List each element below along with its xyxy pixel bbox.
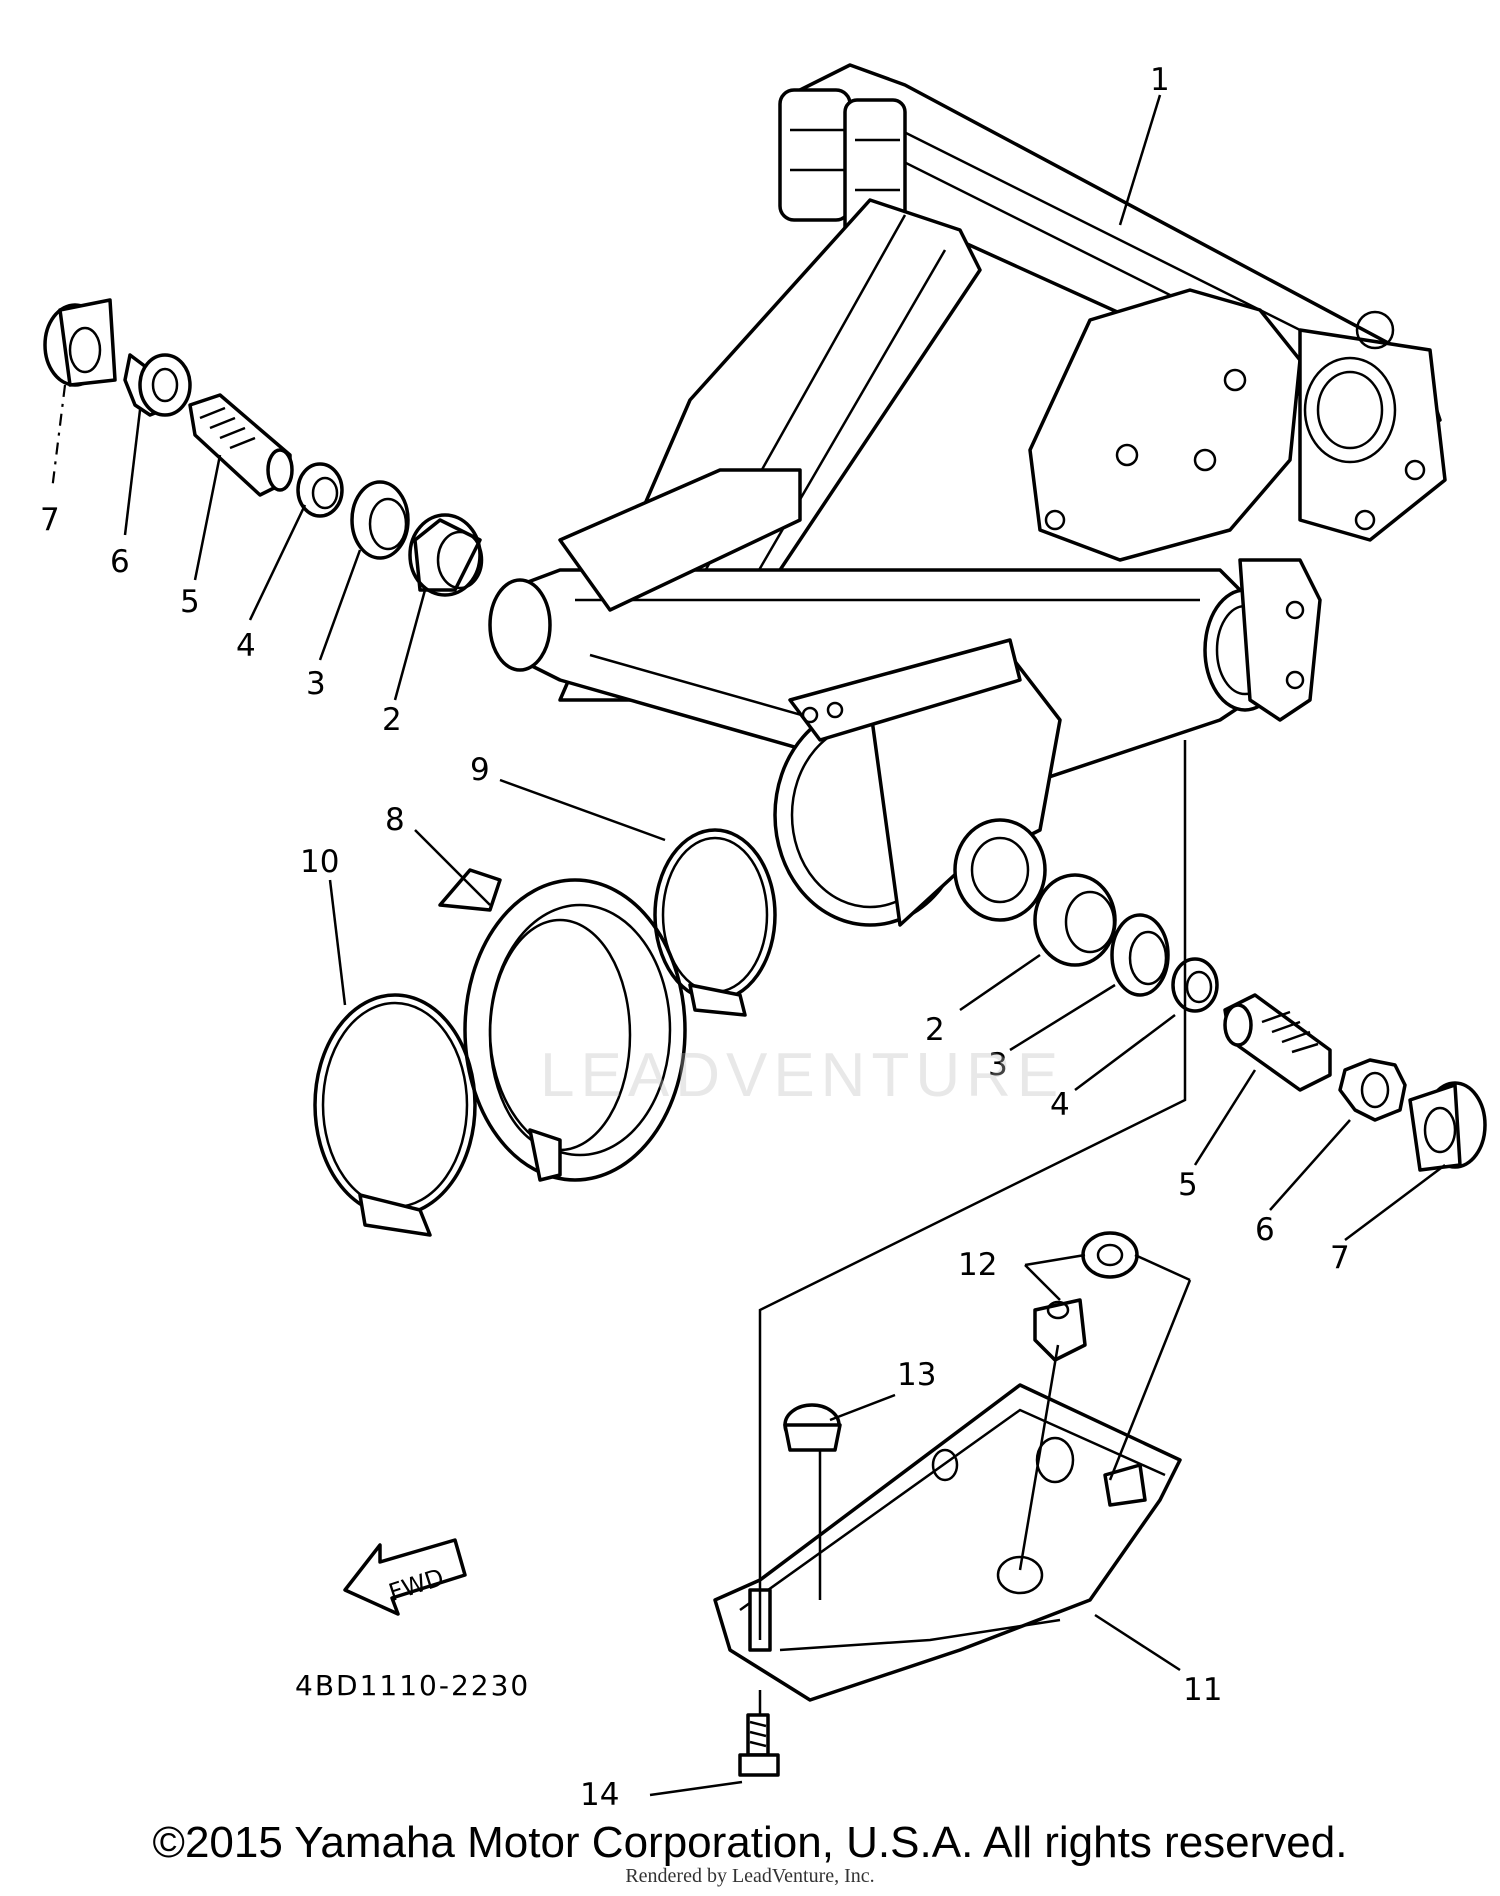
watermark: LEADVENTURE bbox=[540, 1041, 1065, 1110]
bolt-part-14 bbox=[738, 1713, 780, 1777]
grommet-parts-12 bbox=[1033, 1231, 1139, 1362]
collar-part-4-right bbox=[1171, 957, 1219, 1013]
nut-part-6-left bbox=[123, 353, 192, 417]
fwd-arrow: FWD bbox=[343, 1538, 467, 1616]
callout-3-left: 3 bbox=[306, 666, 326, 702]
callout-14: 14 bbox=[580, 1777, 619, 1813]
callout-2-right: 2 bbox=[925, 1012, 945, 1048]
callout-3-right: 3 bbox=[988, 1047, 1008, 1083]
callout-8: 8 bbox=[385, 802, 405, 838]
nut-part-6-right bbox=[1338, 1058, 1407, 1122]
callout-1: 1 bbox=[1150, 62, 1170, 98]
callout-9: 9 bbox=[470, 752, 490, 788]
callouts: 1 7 6 5 4 3 2 9 8 10 2 3 4 5 6 7 12 13 1… bbox=[40, 62, 1350, 1813]
boot-part-8 bbox=[438, 868, 687, 1182]
callout-4-right: 4 bbox=[1050, 1087, 1070, 1123]
collar-part-4-left bbox=[296, 462, 344, 518]
bearing-part-2-right bbox=[1033, 873, 1117, 967]
swing-arm-part-1 bbox=[488, 63, 1447, 927]
cap-part-7-left bbox=[43, 298, 117, 387]
callout-12: 12 bbox=[958, 1247, 997, 1283]
leader-lines bbox=[50, 94, 1446, 1797]
callout-4-left: 4 bbox=[236, 628, 256, 664]
callout-10: 10 bbox=[300, 844, 339, 880]
right-pivot-parts bbox=[1033, 873, 1487, 1172]
callout-13: 13 bbox=[897, 1357, 936, 1393]
callout-6-right: 6 bbox=[1255, 1212, 1275, 1248]
seal-part-3-left bbox=[350, 480, 410, 560]
seal-part-3-right bbox=[1110, 913, 1170, 997]
diagram-code: 4BD1110-2230 bbox=[295, 1669, 530, 1702]
callout-11: 11 bbox=[1183, 1672, 1222, 1708]
pivot-shaft-part-5-right bbox=[1223, 993, 1332, 1092]
plug-part-13 bbox=[783, 1403, 842, 1452]
left-pivot-parts bbox=[43, 298, 484, 597]
band-part-9 bbox=[653, 828, 777, 1017]
callout-6-left: 6 bbox=[110, 544, 130, 580]
callout-5-right: 5 bbox=[1178, 1167, 1198, 1203]
callout-2-left: 2 bbox=[382, 702, 402, 738]
band-part-10 bbox=[313, 993, 477, 1237]
rendered-by-credit: Rendered by LeadVenture, Inc. bbox=[625, 1865, 875, 1887]
pivot-shaft-part-5-left bbox=[188, 393, 294, 497]
callout-5-left: 5 bbox=[180, 584, 200, 620]
cap-part-7-right bbox=[1408, 1081, 1487, 1172]
copyright-notice: ©2015 Yamaha Motor Corporation, U.S.A. A… bbox=[152, 1818, 1348, 1867]
callout-7-right: 7 bbox=[1330, 1240, 1350, 1276]
skid-plate-part-11 bbox=[713, 1383, 1182, 1702]
bearing-part-2-left bbox=[408, 513, 484, 597]
callout-7-left: 7 bbox=[40, 502, 60, 538]
